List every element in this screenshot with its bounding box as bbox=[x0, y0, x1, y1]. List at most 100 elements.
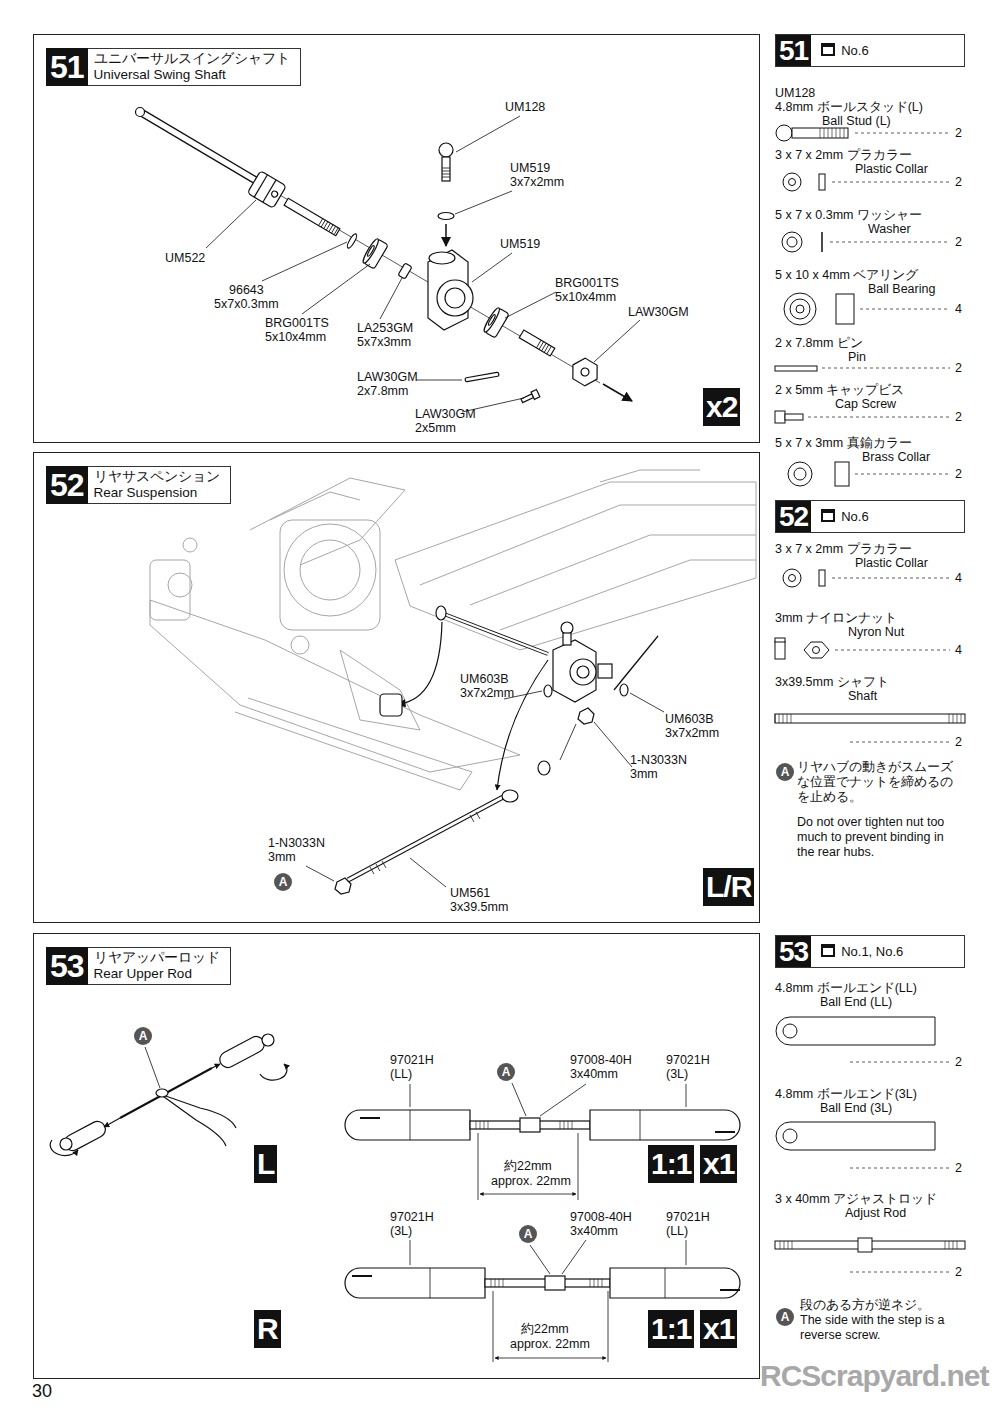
watermark: RCScrapyard.net bbox=[760, 1360, 988, 1392]
parts-icons bbox=[835, 462, 849, 486]
step-title: Rear Upper Rod bbox=[94, 966, 220, 982]
upper-rod-art bbox=[715, 1131, 735, 1133]
part-label: 3 x 40mm アジャストロッド bbox=[775, 1192, 937, 1206]
swing-shaft-art bbox=[284, 198, 340, 235]
parts-icons bbox=[789, 575, 796, 582]
parts-icons bbox=[783, 173, 801, 191]
part-label: 2 x 7.8mm ピン bbox=[775, 336, 863, 350]
turnbuckle-tool-art bbox=[212, 1064, 220, 1068]
upper-rod-art bbox=[478, 1133, 479, 1200]
rear-suspension-art bbox=[544, 685, 552, 697]
count-badge: L/R bbox=[703, 868, 754, 906]
swing-shaft-art bbox=[520, 390, 540, 405]
quantity-dash bbox=[855, 474, 950, 475]
swing-shaft-art bbox=[398, 263, 412, 279]
turnbuckle-tool-art bbox=[217, 1034, 267, 1071]
part-label: 3x39.5mm bbox=[450, 900, 508, 914]
parts-icons bbox=[782, 232, 802, 252]
parts-icons bbox=[775, 125, 965, 1252]
quantity-dash bbox=[850, 742, 950, 743]
swing-shaft-art bbox=[567, 355, 603, 390]
swing-shaft-art bbox=[531, 390, 540, 400]
count-badge: x1 bbox=[700, 1145, 737, 1183]
part-label: 97021H bbox=[390, 1210, 434, 1224]
bag-icon bbox=[821, 944, 835, 957]
turnbuckle-tool-art bbox=[104, 1118, 120, 1127]
rear-suspension-art bbox=[380, 694, 402, 716]
parts-icons bbox=[789, 179, 796, 186]
bag-number: No.6 bbox=[841, 35, 868, 66]
step-number: 53 bbox=[776, 936, 811, 967]
part-label: UM522 bbox=[165, 251, 205, 265]
leader-line bbox=[380, 278, 402, 319]
rear-suspension-art bbox=[614, 636, 658, 690]
swing-shaft-art bbox=[536, 340, 551, 354]
turnbuckle-tool-art bbox=[217, 1034, 267, 1071]
swing-shaft-art bbox=[439, 143, 453, 157]
step-heading: 52リヤサスペンションRear Suspension bbox=[46, 466, 231, 504]
step-title-box: ユニバーサルスイングシャフトUniversal Swing Shaft bbox=[88, 48, 301, 86]
upper-rod-art bbox=[665, 1268, 666, 1298]
bag-number: No.6 bbox=[841, 501, 868, 532]
turnbuckle-tool-art bbox=[156, 1089, 168, 1097]
part-label: 5x7x0.3mm bbox=[214, 297, 279, 311]
parts-icons bbox=[776, 1017, 935, 1045]
part-label: 5x7x3mm bbox=[357, 335, 411, 349]
rear-suspension-art bbox=[553, 640, 596, 702]
part-label: 5x10x4mm bbox=[555, 290, 616, 304]
quantity-dash bbox=[822, 368, 950, 369]
parts-icons bbox=[775, 411, 785, 423]
part-label: Shaft bbox=[848, 689, 877, 703]
parts-bag-header: 52No.6 bbox=[775, 500, 965, 533]
part-label: Pin bbox=[848, 350, 866, 364]
step-title-box: リヤアッパーロッドRear Upper Rod bbox=[88, 947, 231, 985]
leader-line bbox=[145, 1047, 686, 1274]
swing-shaft-art bbox=[465, 372, 499, 382]
leader-line bbox=[416, 380, 462, 381]
count-badge: x1 bbox=[700, 1310, 737, 1348]
step-number: 53 bbox=[46, 947, 88, 985]
leader-line bbox=[410, 1240, 411, 1265]
part-label: (3L) bbox=[390, 1224, 412, 1238]
turnbuckle-tool-art bbox=[120, 1068, 212, 1118]
part-label: 2 x 5mm キャップビス bbox=[775, 383, 904, 397]
count-badge: x2 bbox=[703, 388, 740, 426]
part-label: 3x40mm bbox=[570, 1067, 618, 1081]
parts-icons bbox=[775, 638, 785, 642]
swing-shaft-art bbox=[270, 190, 278, 198]
rear-suspension-art bbox=[444, 614, 548, 654]
rear-suspension-art bbox=[370, 812, 480, 874]
leader-line bbox=[630, 693, 664, 712]
chassis-outline bbox=[340, 650, 420, 730]
upper-rod-art bbox=[352, 1275, 372, 1277]
swing-shaft-art bbox=[136, 108, 633, 405]
leader-line bbox=[686, 1240, 687, 1265]
rear-suspension-art bbox=[620, 684, 628, 696]
chassis-outline bbox=[500, 560, 756, 630]
swing-shaft-art bbox=[580, 367, 591, 378]
part-label: 3x7x2mm bbox=[460, 686, 514, 700]
leader-line bbox=[686, 1084, 687, 1107]
turnbuckle-tool-art bbox=[160, 1094, 236, 1146]
part-label: 2 bbox=[955, 361, 962, 375]
quantity-dash bbox=[855, 133, 950, 134]
upper-rod-art bbox=[493, 1291, 494, 1362]
callout-letter: A bbox=[274, 873, 292, 891]
part-label: 2 bbox=[955, 126, 962, 140]
part-label: 5x10x4mm bbox=[265, 330, 326, 344]
part-label: 5 x 10 x 4mm ベアリング bbox=[775, 268, 919, 282]
parts-icons bbox=[776, 125, 792, 141]
swing-shaft-art bbox=[445, 224, 447, 246]
leader-line bbox=[594, 320, 640, 362]
turnbuckle-tool-art bbox=[262, 1034, 274, 1046]
swing-shaft-art bbox=[346, 233, 358, 249]
upper-rod-art bbox=[430, 1268, 431, 1298]
part-label: 4.8mm ボールスタッド(L) bbox=[775, 100, 923, 114]
rear-suspension-art bbox=[348, 796, 505, 880]
part-label: (LL) bbox=[666, 1224, 688, 1238]
rear-suspension-art bbox=[561, 622, 573, 634]
callout-letter: A bbox=[134, 1027, 152, 1045]
swing-shaft-art bbox=[142, 113, 255, 180]
upper-rod-art bbox=[345, 1268, 485, 1298]
